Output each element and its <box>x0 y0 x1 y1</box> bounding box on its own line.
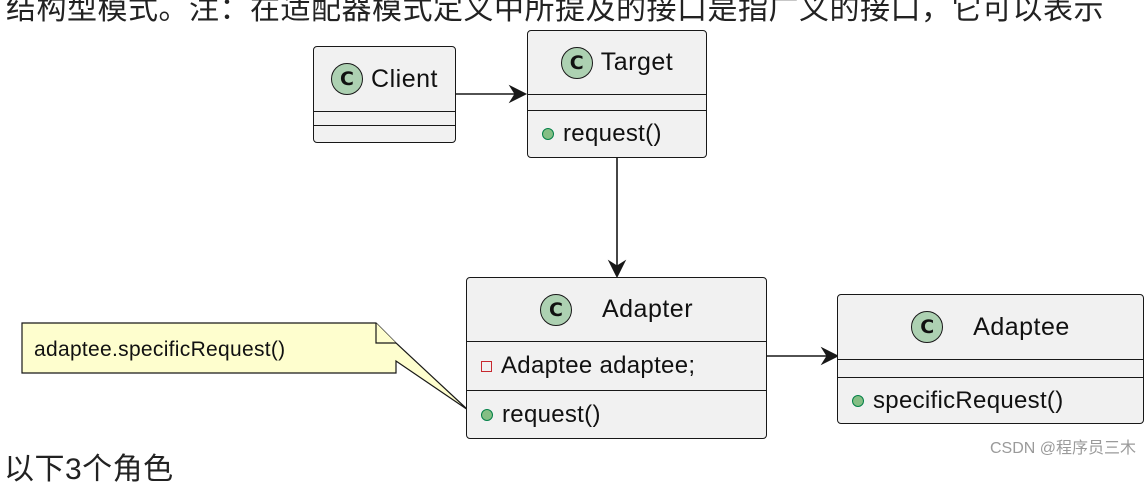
public-method-icon <box>852 394 864 407</box>
class-client[interactable]: C Client <box>313 46 456 143</box>
watermark: CSDN @程序员三木 <box>989 440 1136 457</box>
class-adaptee-name: Adaptee <box>973 312 1070 341</box>
target-method: request() <box>563 120 662 147</box>
class-client-header: C Client <box>314 47 455 112</box>
class-client-fields <box>314 112 455 126</box>
class-target-header: C Target <box>528 31 706 95</box>
class-icon: C <box>911 311 944 343</box>
public-method-icon <box>542 128 554 140</box>
adaptee-method: specificRequest() <box>873 386 1064 414</box>
arrowhead-client-target <box>508 84 528 104</box>
adapter-field: Adaptee adaptee; <box>501 352 696 379</box>
class-adapter-name: Adapter <box>601 295 694 323</box>
class-adaptee[interactable]: C Adaptee specificRequest() <box>837 294 1144 424</box>
class-icon: C <box>539 293 572 326</box>
diagram-connectors <box>21 84 840 411</box>
adapter-method: request() <box>502 400 601 428</box>
class-client-methods <box>314 126 455 140</box>
class-target-name: Target <box>600 48 674 76</box>
class-target[interactable]: C Target request() <box>527 30 707 158</box>
class-adapter[interactable]: C Adapter Adaptee adaptee; request() <box>466 277 767 439</box>
class-target-methods: request() <box>528 111 706 157</box>
arrowhead-adapter-adaptee <box>820 346 840 366</box>
class-adaptee-methods: specificRequest() <box>838 378 1143 423</box>
note-fold <box>375 323 396 344</box>
class-icon: C <box>331 63 364 95</box>
class-client-name: Client <box>371 64 438 93</box>
class-adapter-fields: Adaptee adaptee; <box>467 342 766 391</box>
clipped-top-text: 结构型模式。注：在适配器模式定义中所提及的接口是指广义的接口，它可以表示 <box>6 0 1104 26</box>
private-field-icon <box>481 360 492 372</box>
class-adapter-methods: request() <box>467 391 766 438</box>
public-method-icon <box>481 408 493 421</box>
class-adaptee-fields <box>838 360 1143 378</box>
class-target-fields <box>528 95 706 111</box>
class-adapter-header: C Adapter <box>467 278 766 342</box>
class-adaptee-header: C Adaptee <box>838 295 1143 360</box>
note-text: adaptee.specificRequest() <box>34 338 286 361</box>
class-icon: C <box>560 46 593 79</box>
note-shape <box>21 322 469 411</box>
arrowhead-target-adapter <box>607 259 627 279</box>
